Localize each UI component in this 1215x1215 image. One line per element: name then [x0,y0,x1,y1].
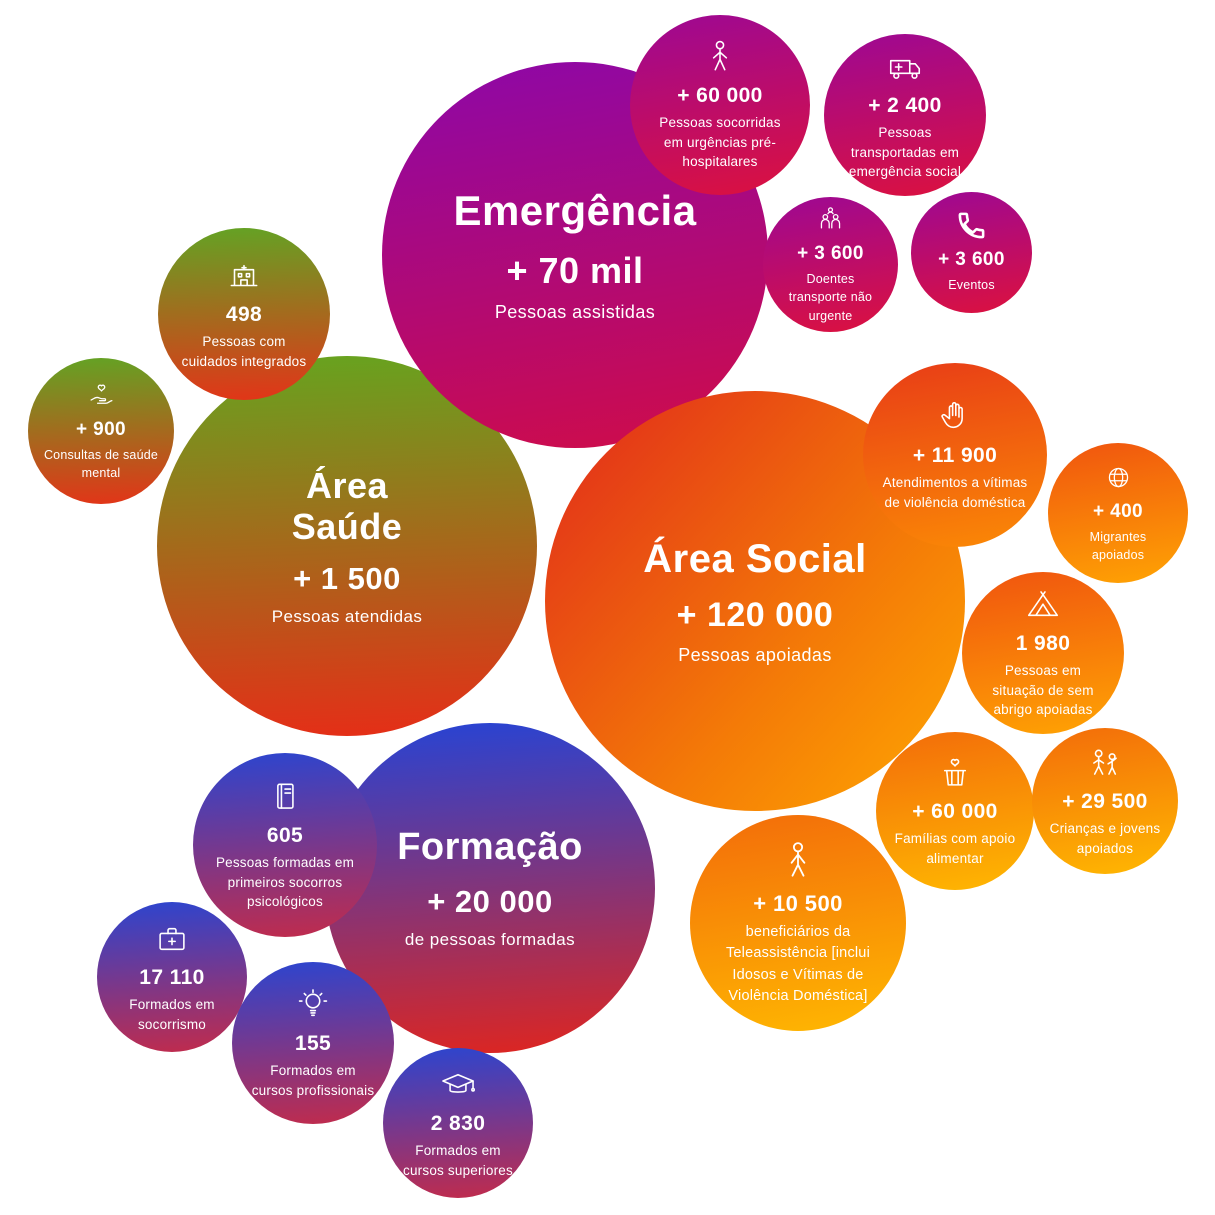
bubble-social-sem-abrigo: 1 980 Pessoas em situação de sem abrigo … [962,572,1124,734]
stat-value: 17 110 [139,965,205,989]
bubble-saude-cuidados-integrados: 498 Pessoas com cuidados integrados [158,228,330,400]
stat-value: + 11 900 [912,443,998,467]
stat-value: 2 830 [430,1111,486,1135]
bubble-saude-consultas-mental: + 900 Consultas de saúde mental [28,358,174,504]
stat-label: beneficiários da Teleassistência [inclui… [725,924,870,1004]
stat-value: 1 980 [1015,632,1071,656]
stat-value: + 60 000 [677,84,763,108]
stat-label: Consultas de saúde mental [43,447,159,480]
stat-value: + 400 [1092,500,1144,522]
bubble-unit: Pessoas atendidas [271,607,423,627]
bubble-title: Formação [397,826,583,869]
bubble-social-migrantes: + 400 Migrantes apoiados [1048,443,1188,583]
bubble-emerg-doentes: + 3 600 Doentes transporte não urgente [763,197,898,332]
stat-value: + 3 600 [797,243,864,265]
stat-value: 498 [225,302,263,326]
bubble-unit: Pessoas assistidas [494,301,656,322]
stat-label: Pessoas transportadas em emergência soci… [848,125,962,180]
stat-label: Crianças e jovens apoiados [1049,820,1161,856]
graduation-cap-icon [439,1066,477,1104]
tent-icon [1024,586,1062,624]
stat-value: + 60 000 [912,799,998,823]
book-icon [266,778,304,816]
bubble-emerg-eventos: + 3 600 Eventos [911,192,1032,313]
bubble-emerg-transportados: + 2 400 Pessoas transportadas em emergên… [824,34,986,196]
bubble-formacao: Formação + 20 000 de pessoas formadas [325,723,655,1053]
bubble-unit: Pessoas apoiadas [678,645,832,665]
stat-label: Pessoas com cuidados integrados [181,333,307,369]
stat-value: + 900 [75,418,127,440]
person-icon [776,839,820,883]
hospital-icon [225,257,263,295]
stat-label: Eventos [948,278,995,293]
stat-label: Pessoas formadas em primeiros socorros p… [215,855,355,910]
stat-label: Famílias com apoio alimentar [894,830,1016,866]
ambulance-icon [886,48,924,86]
bubble-title: Área Social [643,537,867,581]
stat-label: Pessoas em situação de sem abrigo apoiad… [992,663,1094,718]
bubble-title: Área Saúde [291,464,403,547]
bubble-unit: de pessoas formadas [404,929,576,949]
children-icon [1086,744,1124,782]
raised-hand-icon [936,398,974,436]
stat-value: 155 [294,1031,332,1055]
stat-label: Formados em cursos superiores [403,1142,513,1178]
bubble-form-socorrismo: 17 110 Formados em socorrismo [97,902,247,1052]
bubble-social-apoio-alimentar: + 60 000 Famílias com apoio alimentar [876,732,1034,890]
bubble-value: + 120 000 [676,596,834,634]
stat-label: Formados em cursos profissionais [251,1062,375,1098]
food-basket-heart-icon [936,754,974,792]
hand-heart-icon [86,380,117,411]
stat-value: + 2 400 [868,94,942,118]
first-aid-kit-icon [153,920,191,958]
bubble-emerg-socorridos: + 60 000 Pessoas socorridas em urgências… [630,15,810,195]
bubble-form-socorros-psicologicos: 605 Pessoas formadas em primeiros socorr… [193,753,377,937]
globe-icon [1103,462,1134,493]
bubble-social-teleassistencia: + 10 500 beneficiários da Teleassistênci… [690,815,906,1031]
bubble-form-cursos-profissionais: 155 Formados em cursos profissionais [232,962,394,1124]
stat-label: Formados em socorrismo [129,996,215,1032]
phone-icon [956,210,987,241]
stat-value: + 29 500 [1062,789,1148,813]
stat-value: 605 [266,824,304,848]
bubble-title: Emergência [453,187,697,235]
bubble-form-cursos-superiores: 2 830 Formados em cursos superiores [383,1048,533,1198]
stat-label: Migrantes apoiados [1089,529,1147,562]
bubble-value: + 70 mil [506,249,644,291]
person-icon [701,38,739,76]
people-group-icon [815,204,846,235]
stat-value: + 3 600 [938,249,1005,271]
bubble-value: + 20 000 [427,883,553,919]
stat-label: Doentes transporte não urgente [788,272,873,323]
stat-label: Pessoas socorridas em urgências pré-hosp… [659,115,781,170]
bubble-social-criancas-jovens: + 29 500 Crianças e jovens apoiados [1032,728,1178,874]
bubble-value: + 1 500 [293,561,401,597]
stat-value: + 10 500 [753,891,843,917]
lightbulb-icon [294,986,332,1024]
bubble-social-violencia-domestica: + 11 900 Atendimentos a vítimas de violê… [863,363,1047,547]
stat-label: Atendimentos a vítimas de violência domé… [882,474,1028,510]
